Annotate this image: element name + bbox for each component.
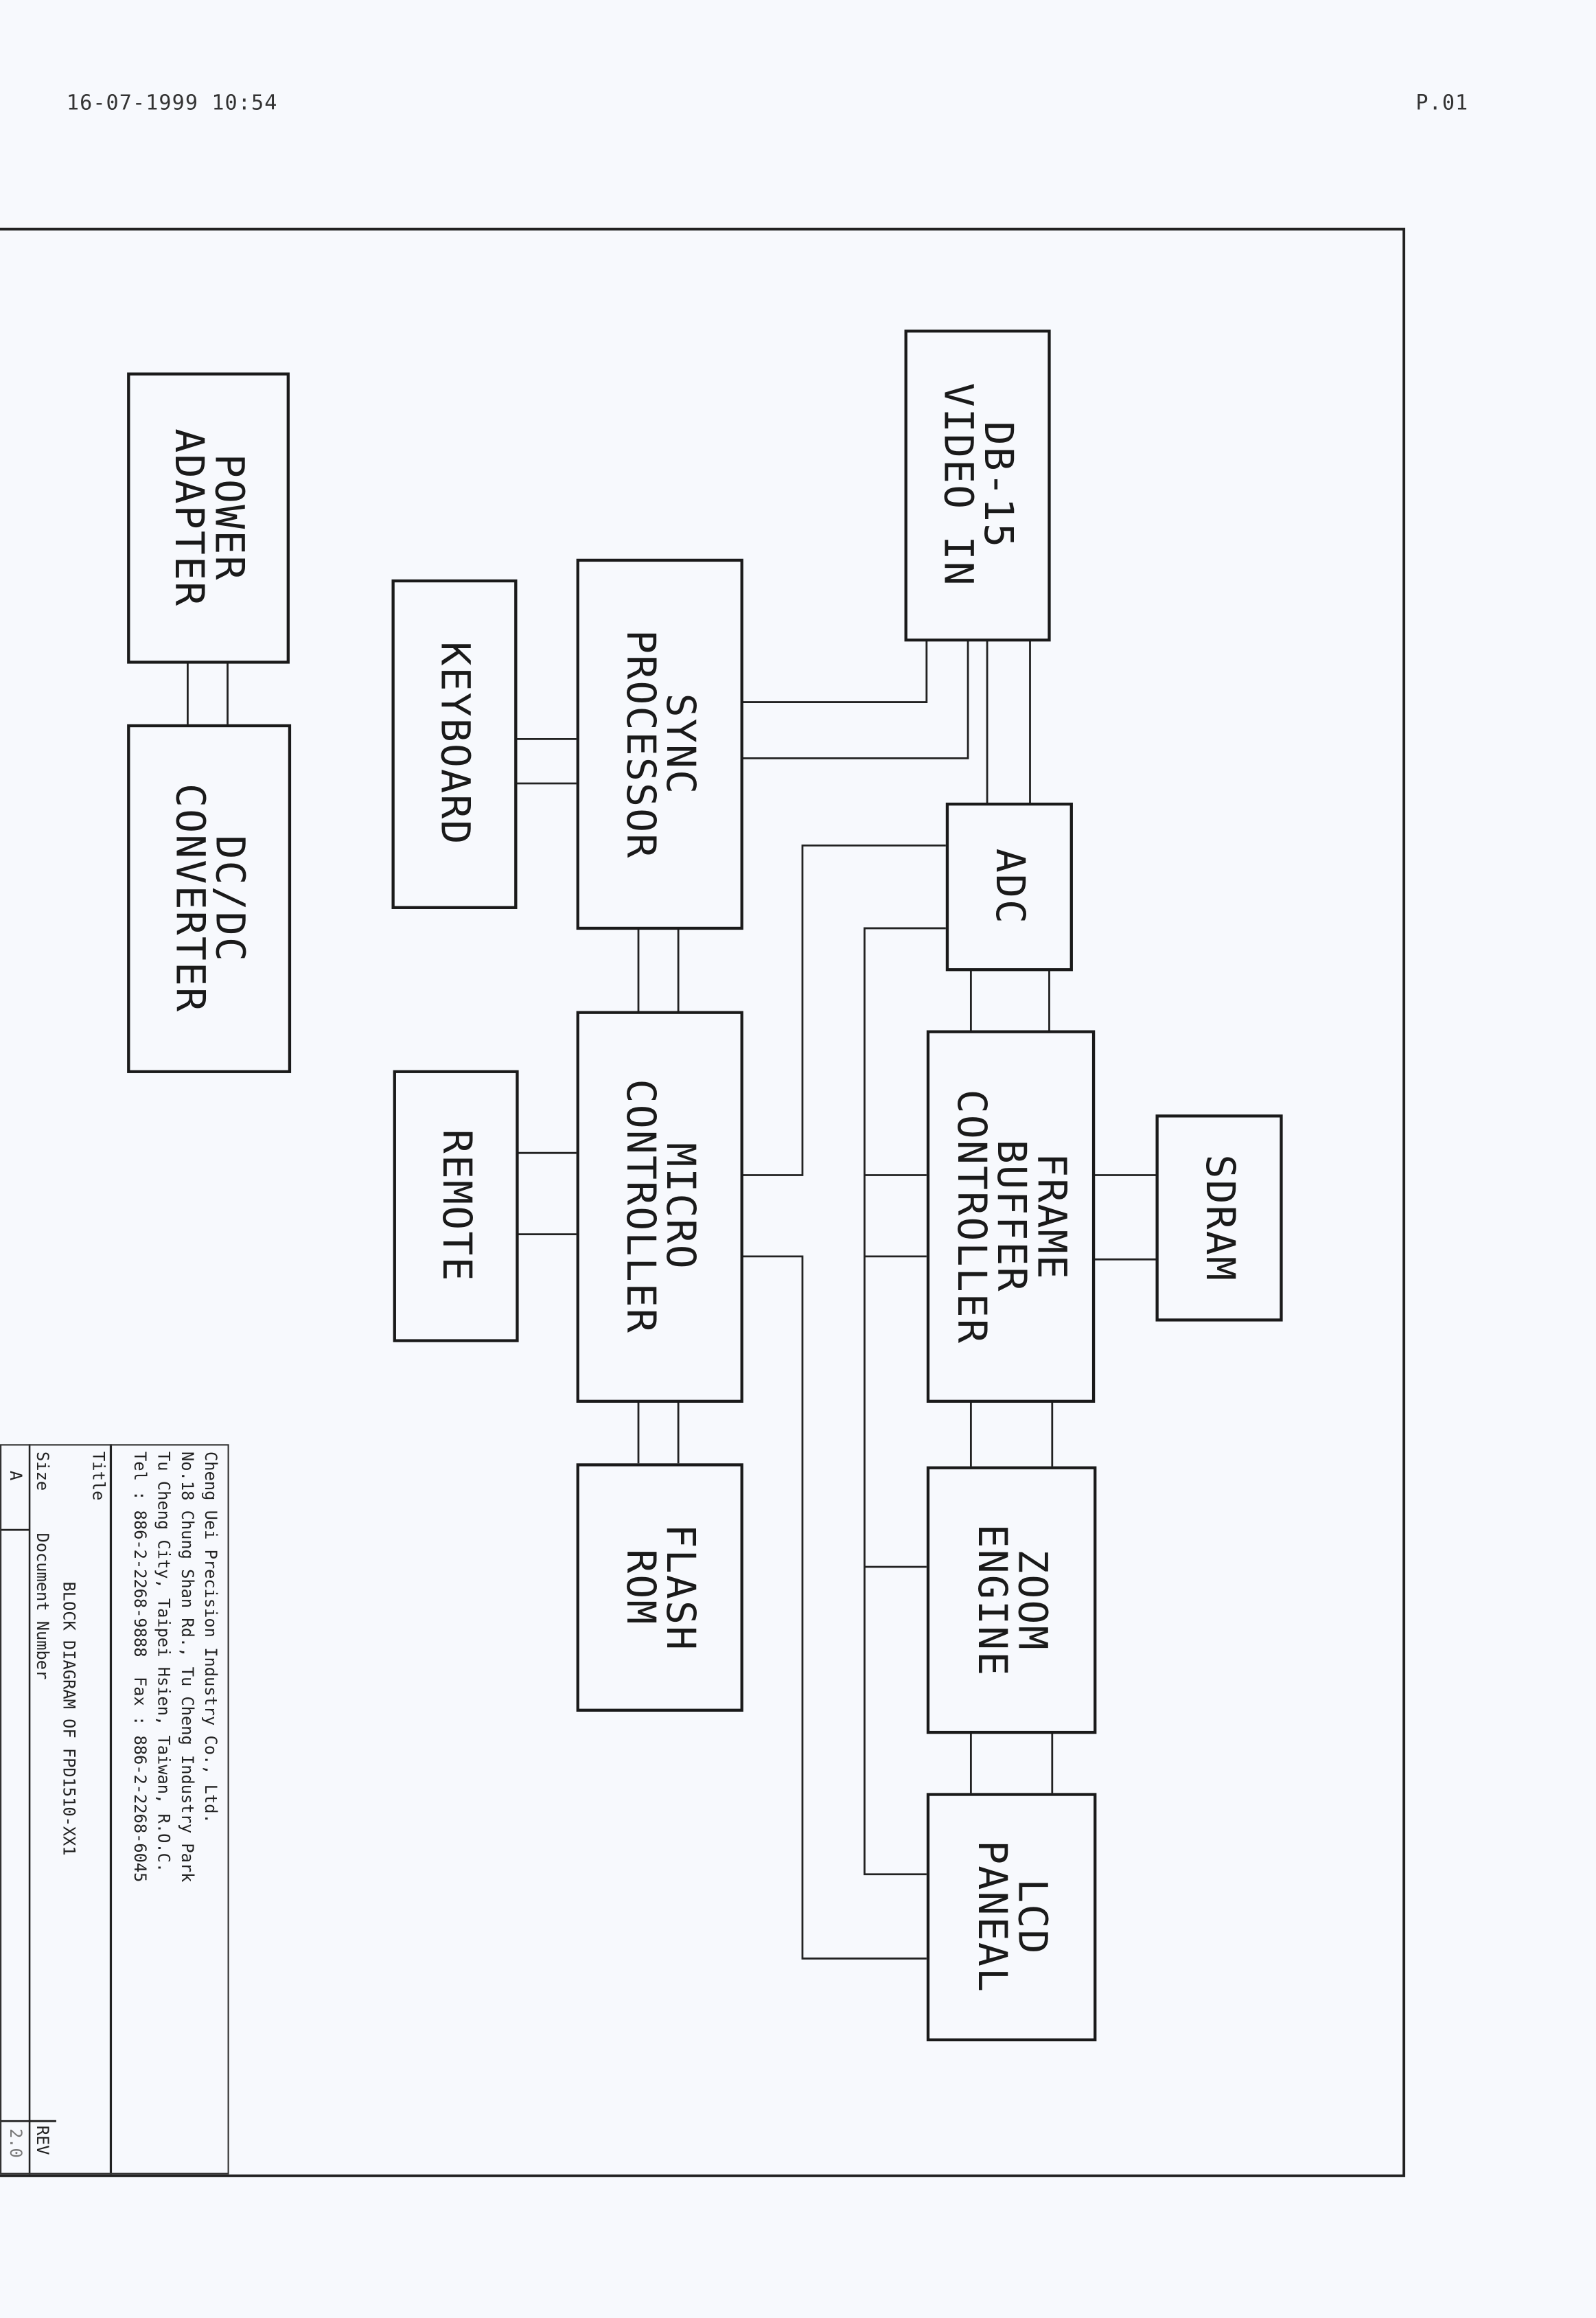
- block-lcd-panel: LCD PANEAL: [926, 1793, 1097, 2042]
- size-label: Size: [32, 1451, 52, 1491]
- block-micro-controller: MICRO CONTROLLER: [576, 1011, 743, 1403]
- wire-video-bus: [863, 927, 946, 1876]
- address-line-1: No.18 Chung Shan Rd., Tu Cheng Industry …: [177, 1451, 197, 1883]
- wire-micro-bus: [741, 845, 946, 1176]
- wire-sync-db15-a: [741, 640, 928, 703]
- block-label: ADC: [986, 848, 1032, 926]
- block-label: SDRAM: [1196, 1154, 1242, 1282]
- block-label: MICRO CONTROLLER: [616, 1079, 703, 1335]
- wire-sync-db15-b: [741, 640, 969, 759]
- block-keyboard: KEYBOARD: [391, 579, 518, 909]
- block-adc: ADC: [945, 802, 1073, 972]
- fax-datetime: 16-07-1999 10:54: [66, 91, 278, 115]
- rev-label: REV: [32, 2125, 52, 2155]
- block-label: KEYBOARD: [431, 642, 478, 847]
- title-block: [0, 1444, 229, 2174]
- block-label: DC/DC CONVERTER: [166, 783, 253, 1014]
- size-value: A: [5, 1471, 25, 1481]
- company-name: Cheng Uei Precision Industry Co., Ltd.: [200, 1451, 220, 1824]
- block-label: DB-15 VIDEO IN: [934, 383, 1021, 588]
- contact-line: Tel : 886-2-2268-9888 Fax : 886-2-2268-6…: [130, 1451, 150, 1883]
- block-db15-video-in: DB-15 VIDEO IN: [904, 330, 1051, 642]
- address-line-2: Tu Cheng City, Taipei Hsien, Taiwan, R.O…: [153, 1451, 173, 1873]
- page-number: P.01: [1415, 91, 1469, 115]
- block-label: FLASH ROM: [616, 1524, 703, 1651]
- block-label: SYNC PROCESSOR: [616, 629, 703, 860]
- block-zoom-engine: ZOOM ENGINE: [926, 1466, 1097, 1734]
- block-frame-buffer-controller: FRAME BUFFER CONTROLLER: [926, 1030, 1096, 1403]
- block-flash-rom: FLASH ROM: [576, 1463, 743, 1712]
- rev-value: 2.0: [5, 2128, 25, 2158]
- block-label: LCD PANEAL: [969, 1840, 1055, 1994]
- document-title: BLOCK DIAGRAM OF FPD1510-XX1: [59, 1581, 79, 1856]
- block-dcdc-converter: DC/DC CONVERTER: [127, 724, 292, 1073]
- block-sdram: SDRAM: [1155, 1114, 1283, 1322]
- block-label: FRAME BUFFER CONTROLLER: [948, 1089, 1074, 1344]
- block-remote: REMOTE: [393, 1070, 519, 1342]
- block-sync-processor: SYNC PROCESSOR: [576, 558, 743, 930]
- document-number-label: Document Number: [32, 1533, 52, 1680]
- block-label: POWER ADAPTER: [165, 428, 251, 608]
- page-border: [0, 227, 1406, 2177]
- block-label: REMOTE: [432, 1129, 479, 1283]
- block-power-adapter: POWER ADAPTER: [127, 372, 290, 664]
- block-label: ZOOM ENGINE: [969, 1523, 1055, 1677]
- wire-micro-lcd: [741, 1255, 927, 1960]
- title-label: Title: [89, 1451, 108, 1501]
